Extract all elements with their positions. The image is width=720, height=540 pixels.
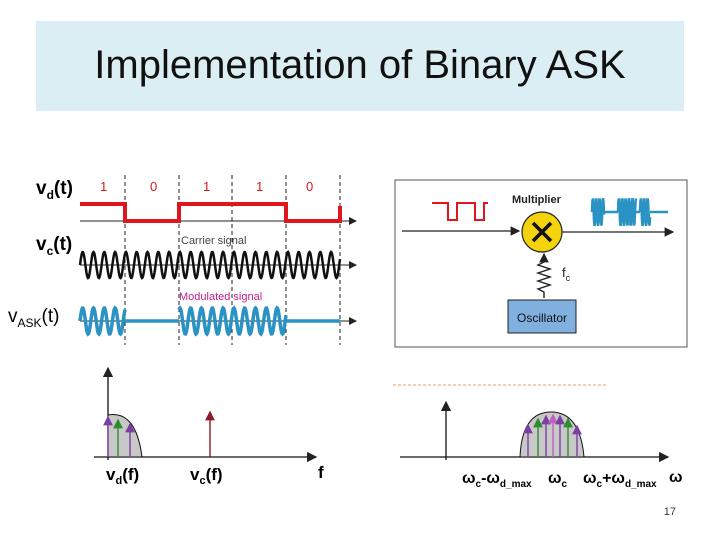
- burst-wave-icon: [590, 197, 668, 227]
- block-diagram: Multiplier fc Oscillator: [394, 179, 688, 348]
- spectrum-left: vd(f) vc(f) f: [94, 366, 324, 487]
- bit-label: 0: [150, 179, 157, 194]
- f-axis-label: f: [318, 463, 324, 482]
- carrier-caption: Carrier signal: [181, 235, 246, 247]
- low-edge-label: ωc-ωd_max: [462, 470, 532, 490]
- passband-lobe: [519, 411, 585, 458]
- baseband-lobe: [107, 414, 143, 458]
- multiplier-x-icon: [531, 221, 553, 243]
- vc-f-label: vc(f): [190, 465, 223, 487]
- bit-label: 1: [256, 179, 263, 194]
- vd-t-label: vd(t): [36, 178, 73, 202]
- slide-number: 17: [663, 506, 676, 518]
- title-banner: Implementation of Binary ASK: [36, 21, 684, 111]
- spring-icon: [535, 254, 553, 298]
- data-signal: [80, 202, 342, 223]
- vc-t-label: vc(t): [36, 234, 72, 258]
- bit-label: 0: [306, 179, 313, 194]
- carrier-wave: [78, 250, 342, 280]
- center-label: ωc: [548, 470, 568, 490]
- multiplier-label: Multiplier: [512, 194, 562, 206]
- oscillator-box: [507, 299, 577, 334]
- vask-t-label: vASK(t): [8, 306, 59, 330]
- vd-f-label: vd(f): [106, 465, 139, 487]
- square-wave-icon: [432, 202, 488, 221]
- modulated-caption: Modulated signal: [179, 291, 262, 303]
- time-diagram: vd(t) vc(t) vASK(t) 1 0 1 1 0 Carrier si…: [8, 175, 357, 345]
- bit-label: 1: [203, 179, 210, 194]
- fc-label: fc: [562, 265, 571, 283]
- modulated-wave: [78, 305, 340, 337]
- omega-axis-label: ω: [669, 469, 683, 486]
- high-edge-label: ωc+ωd_max: [583, 470, 657, 490]
- spectrum-right: ωc-ωd_max ωc ωc+ωd_max ω: [393, 384, 683, 490]
- slide-title: Implementation of Binary ASK: [94, 43, 626, 87]
- bit-label: 1: [100, 179, 107, 194]
- oscillator-label: Oscillator: [517, 311, 567, 325]
